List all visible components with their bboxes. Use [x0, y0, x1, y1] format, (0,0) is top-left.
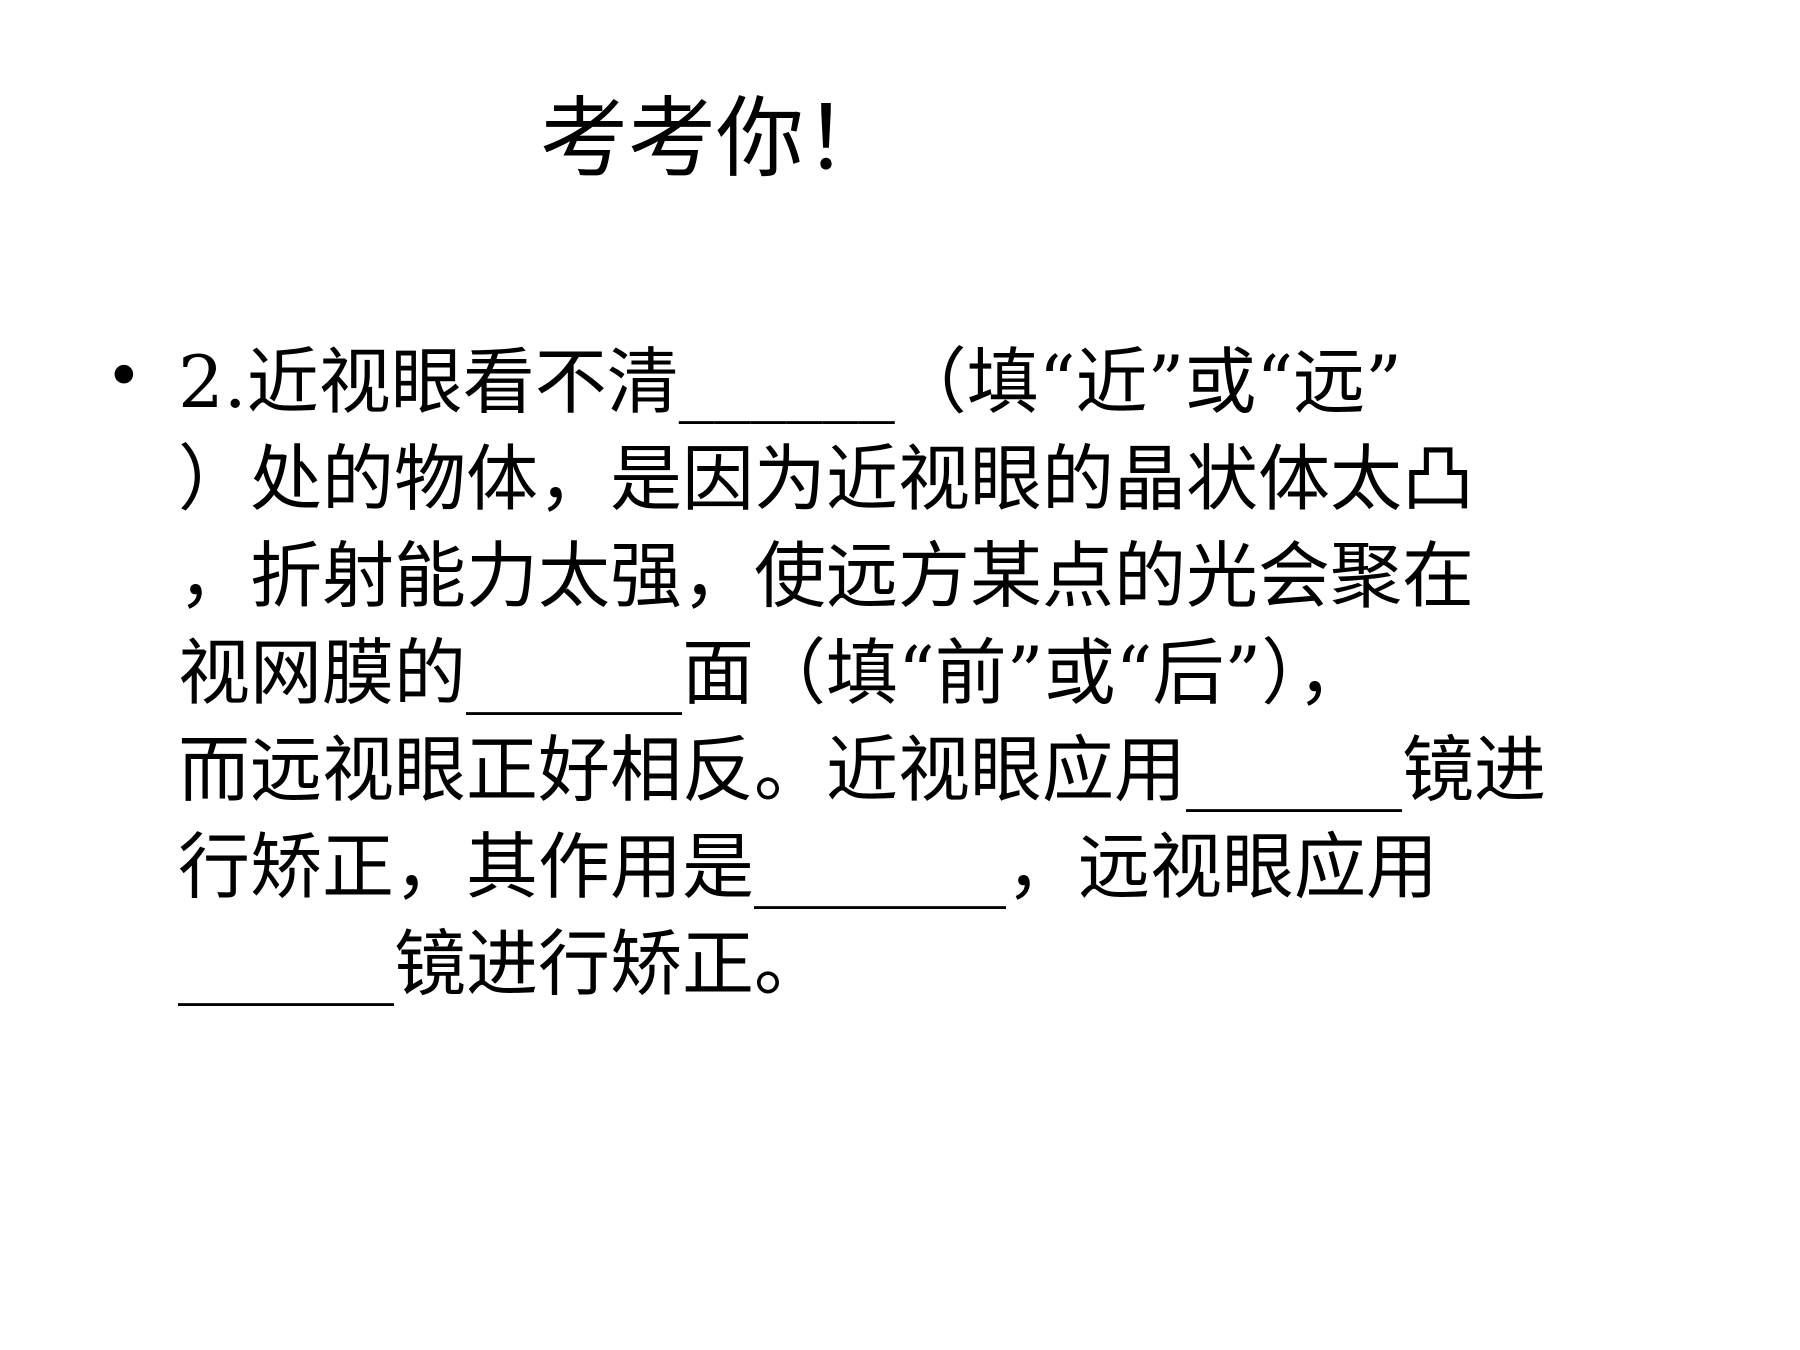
question-line: 行矫正，其作用是_______，远视眼应用 [178, 825, 1439, 909]
question-line: ______镜进行矫正。 [178, 922, 827, 1006]
question-line: ）处的物体，是因为近视眼的晶状体太凸 [178, 437, 1475, 521]
question-line: 视网膜的______面（填“前”或“后”）， [178, 631, 1370, 715]
question-text: 2.近视眼看不清______（填“近”或“远” ）处的物体，是因为近视眼的晶状体… [178, 340, 1738, 1019]
bullet-marker: • [105, 340, 143, 414]
slide-title: 考考你！ [540, 87, 893, 190]
question-line: 而远视眼正好相反。近视眼应用______镜进 [178, 728, 1547, 812]
question-line: 2.近视眼看不清______（填“近”或“远” [178, 340, 1402, 424]
question-line: ，折射能力太强，使远方某点的光会聚在 [178, 534, 1475, 618]
